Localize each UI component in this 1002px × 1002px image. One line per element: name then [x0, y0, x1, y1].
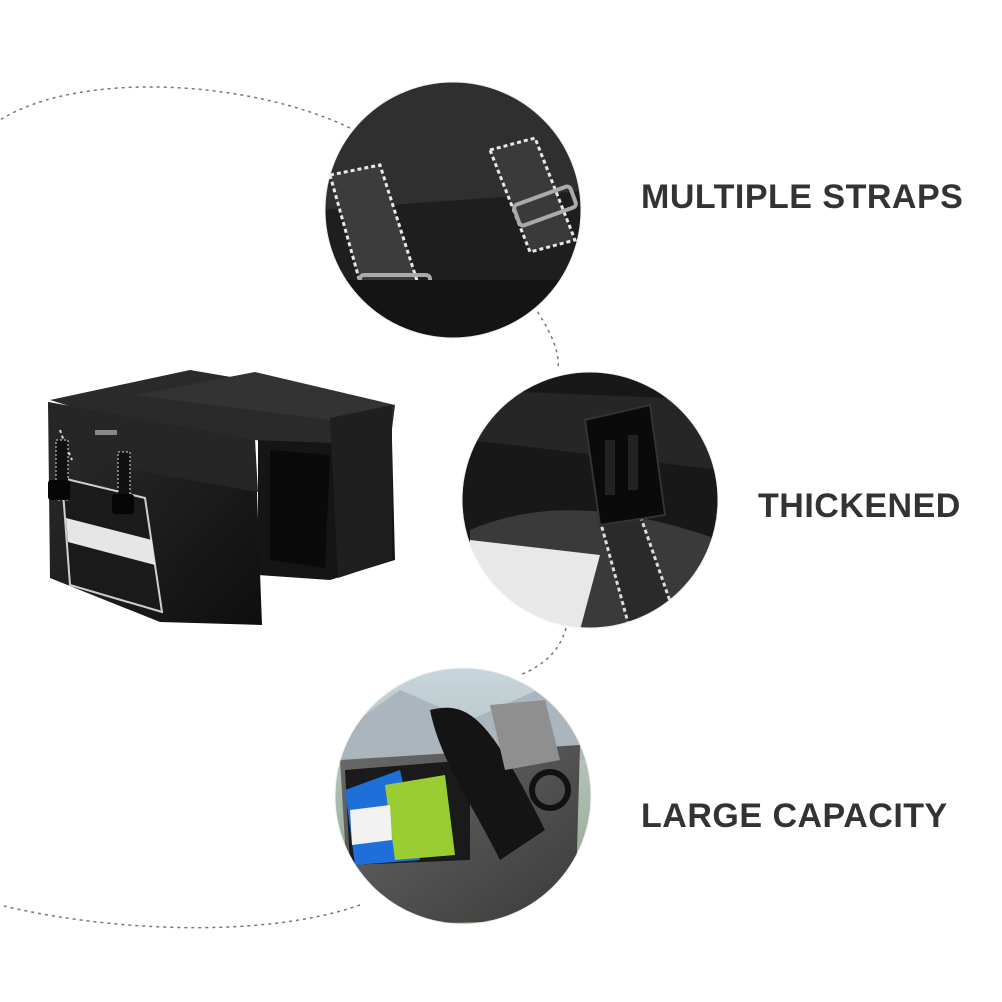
pannier-bag-image [48, 370, 395, 625]
dotted-arc [0, 86, 351, 129]
dotted-arc [519, 627, 567, 676]
capacity-closeup-image [335, 668, 591, 924]
thickened-closeup-image [462, 372, 718, 628]
feature-label-large-capacity: LARGE CAPACITY [641, 797, 948, 835]
straps-closeup-image [325, 82, 581, 338]
feature-label-thickened: THICKENED [758, 487, 961, 525]
dotted-arc [529, 299, 559, 371]
dotted-arc [0, 904, 361, 929]
feature-label-multiple-straps: MULTIPLE STRAPS [641, 178, 964, 216]
